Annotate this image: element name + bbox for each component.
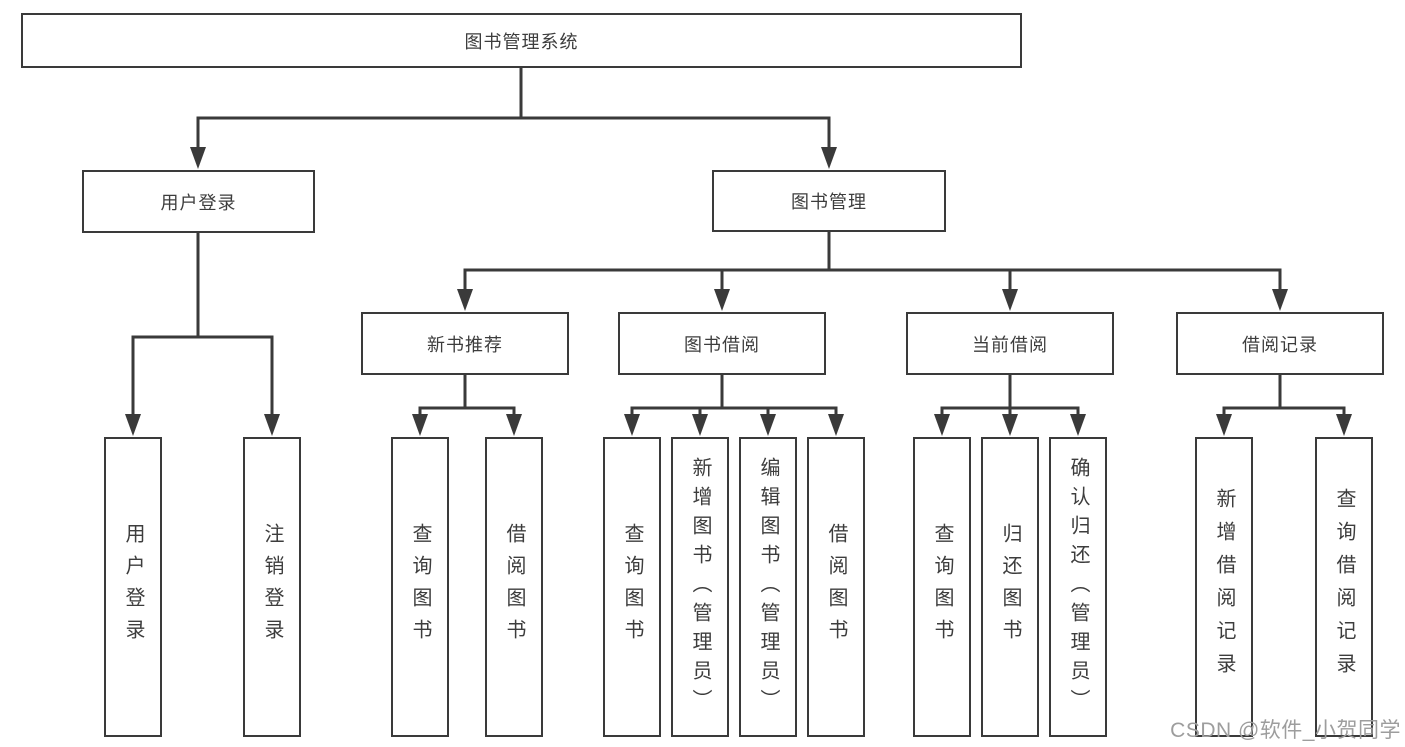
leaf-label: 归还图书	[999, 523, 1021, 651]
leaf-label: 新增借阅记录	[1213, 488, 1235, 686]
arrow-icon	[506, 414, 522, 436]
connector-borrow-record-branch	[1222, 373, 1346, 420]
csdn-watermark: CSDN @软件_小贺同学	[1170, 719, 1401, 742]
node-new-book-recommend: 新书推荐	[361, 312, 569, 375]
leaf-label: 确认归还（管理员）	[1067, 456, 1089, 718]
arrow-icon	[821, 147, 837, 169]
arrow-icon	[190, 147, 206, 169]
leaf-logout: 注销登录	[243, 437, 301, 737]
arrow-icon	[692, 414, 708, 436]
leaf-borrow-books-newrec: 借阅图书	[485, 437, 543, 737]
leaf-borrow-books-borrow: 借阅图书	[807, 437, 865, 737]
leaf-label: 查询图书	[621, 523, 643, 651]
arrow-icon	[828, 414, 844, 436]
node-label: 新书推荐	[427, 334, 503, 355]
leaf-label: 查询图书	[931, 523, 953, 651]
leaf-user-login: 用户登录	[104, 437, 162, 737]
leaf-label: 借阅图书	[503, 523, 525, 651]
node-label: 用户登录	[160, 192, 237, 213]
arrow-icon	[1216, 414, 1232, 436]
node-user-login: 用户登录	[82, 170, 315, 233]
connector-new-book-branch	[418, 373, 516, 420]
leaf-label: 编辑图书（管理员）	[757, 456, 779, 718]
leaf-add-books-admin: 新增图书（管理员）	[671, 437, 729, 737]
arrowheads	[125, 147, 1352, 436]
leaf-query-books-newrec: 查询图书	[391, 437, 449, 737]
leaf-label: 查询图书	[409, 523, 431, 651]
leaf-query-books-borrow: 查询图书	[603, 437, 661, 737]
arrow-icon	[1070, 414, 1086, 436]
node-label: 图书管理	[791, 192, 867, 212]
leaf-add-borrow-record: 新增借阅记录	[1195, 437, 1253, 737]
node-label: 借阅记录	[1242, 334, 1318, 355]
arrow-icon	[624, 414, 640, 436]
arrow-icon	[1002, 289, 1018, 311]
connector-book-management-branch	[463, 230, 1282, 294]
node-current-borrow: 当前借阅	[906, 312, 1114, 375]
leaf-confirm-return-admin: 确认归还（管理员）	[1049, 437, 1107, 737]
node-root-system: 图书管理系统	[21, 13, 1022, 68]
connector-user-login-branch	[131, 231, 274, 420]
node-book-borrow: 图书借阅	[618, 312, 826, 375]
node-label: 图书借阅	[684, 334, 760, 355]
arrow-icon	[1272, 289, 1288, 311]
arrow-icon	[934, 414, 950, 436]
node-label: 图书管理系统	[464, 31, 579, 52]
leaf-return-books: 归还图书	[981, 437, 1039, 737]
node-label: 当前借阅	[972, 334, 1048, 355]
arrow-icon	[714, 289, 730, 311]
connector-current-borrow-branch	[940, 373, 1080, 420]
leaf-label: 注销登录	[261, 523, 283, 651]
leaf-query-books-current: 查询图书	[913, 437, 971, 737]
connector-book-borrow-branch	[630, 373, 838, 420]
node-book-management: 图书管理	[712, 170, 946, 232]
leaf-label: 借阅图书	[825, 523, 847, 651]
arrow-icon	[457, 289, 473, 311]
arrow-icon	[760, 414, 776, 436]
node-borrow-record: 借阅记录	[1176, 312, 1384, 375]
arrow-icon	[1336, 414, 1352, 436]
arrow-icon	[264, 414, 280, 436]
arrow-icon	[412, 414, 428, 436]
leaf-label: 查询借阅记录	[1333, 488, 1355, 686]
arrow-icon	[125, 414, 141, 436]
arrow-icon	[1002, 414, 1018, 436]
leaf-edit-books-admin: 编辑图书（管理员）	[739, 437, 797, 737]
leaf-label: 新增图书（管理员）	[689, 456, 711, 718]
leaf-query-borrow-record: 查询借阅记录	[1315, 437, 1373, 737]
connector-root-to-level2	[196, 66, 831, 152]
leaf-label: 用户登录	[122, 523, 144, 651]
